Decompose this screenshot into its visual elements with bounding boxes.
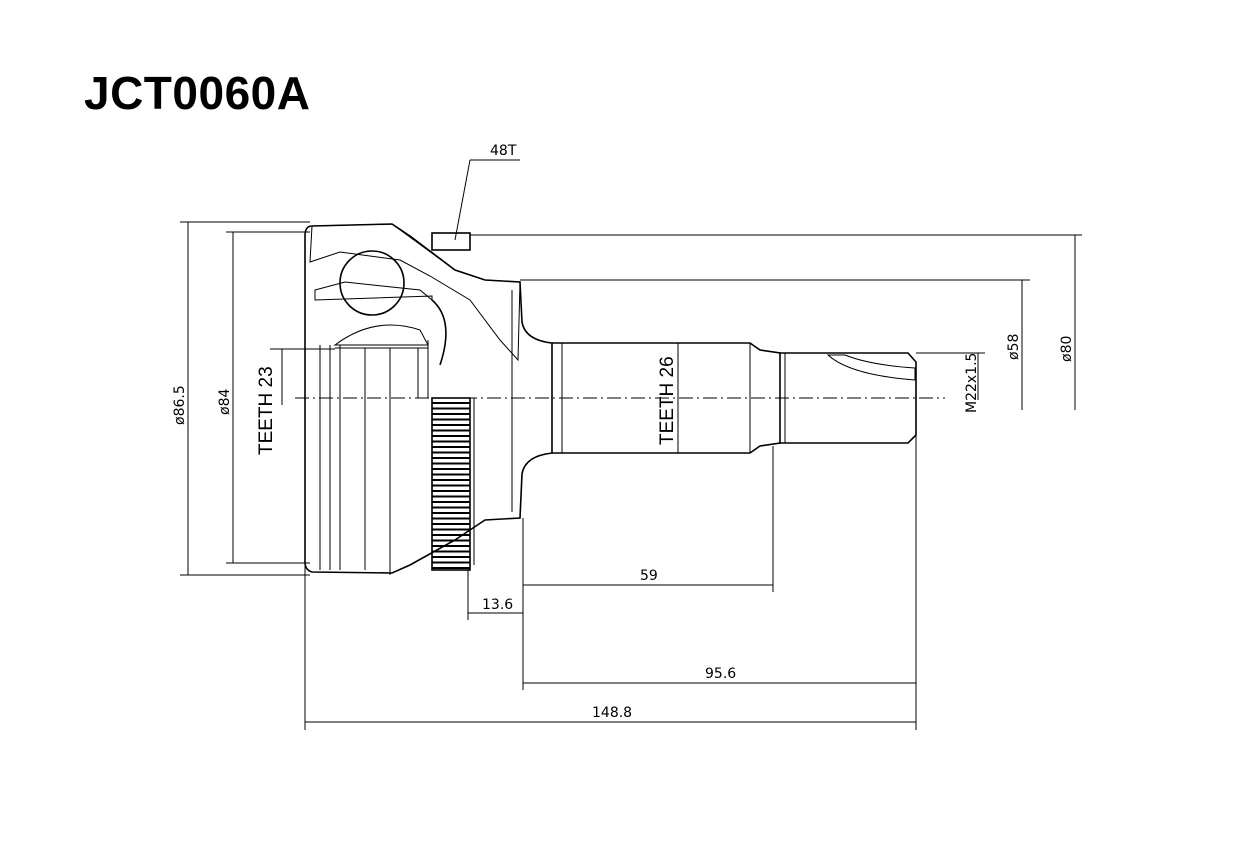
abs-teeth-label: 48T: [490, 143, 517, 159]
abs-tooth: [432, 484, 470, 487]
abs-tooth: [432, 528, 470, 531]
abs-tooth: [432, 495, 470, 498]
outer-diameter-label: ø86.5: [172, 385, 188, 425]
shaft-length-label: 95.6: [705, 666, 736, 682]
shaft: [552, 342, 917, 454]
abs-tooth: [432, 556, 470, 558]
abs-tooth: [432, 402, 470, 404]
abs-width-label: 13.6: [482, 597, 513, 613]
abs-tooth: [432, 429, 470, 432]
dimension-lines: [180, 159, 1082, 730]
abs-tooth: [432, 462, 470, 465]
abs-tooth: [432, 413, 470, 415]
abs-tooth: [432, 457, 470, 459]
abs-tooth: [432, 506, 470, 509]
inner-teeth-label: TEETH 23: [256, 366, 277, 455]
abs-tooth: [432, 567, 470, 569]
abs-ring: [431, 232, 475, 571]
abs-tooth: [432, 539, 470, 542]
abs-tooth: [432, 512, 470, 514]
abs-tooth: [432, 490, 470, 492]
abs-tooth: [432, 550, 470, 553]
abs-tooth: [432, 523, 470, 525]
overall-length-label: 148.8: [592, 705, 632, 721]
abs-tooth: [432, 435, 470, 437]
abs-tooth: [432, 545, 470, 547]
part-number-title: JCT0060A: [84, 67, 311, 119]
abs-tooth: [432, 534, 470, 536]
abs-tooth: [432, 501, 470, 503]
abs-tooth: [432, 468, 470, 470]
abs-tooth: [432, 418, 470, 421]
abs-tooth: [432, 407, 470, 410]
abs-tooth: [432, 446, 470, 448]
abs-tooth: [432, 473, 470, 476]
spline-length-label: 59: [640, 568, 658, 584]
abs-tooth: [432, 561, 470, 564]
thread-label: M22x1.5: [964, 353, 980, 413]
abs-diameter-label: ø80: [1059, 336, 1075, 362]
abs-tooth: [432, 424, 470, 426]
abs-tooth: [432, 479, 470, 481]
shaft-teeth-label: TEETH 26: [657, 356, 678, 445]
outer-housing: [304, 223, 553, 575]
abs-tooth: [432, 517, 470, 520]
seal-diameter-label: ø84: [217, 389, 233, 415]
shoulder-diameter-label: ø58: [1006, 334, 1022, 360]
abs-tooth: [432, 451, 470, 454]
abs-tooth: [432, 440, 470, 443]
